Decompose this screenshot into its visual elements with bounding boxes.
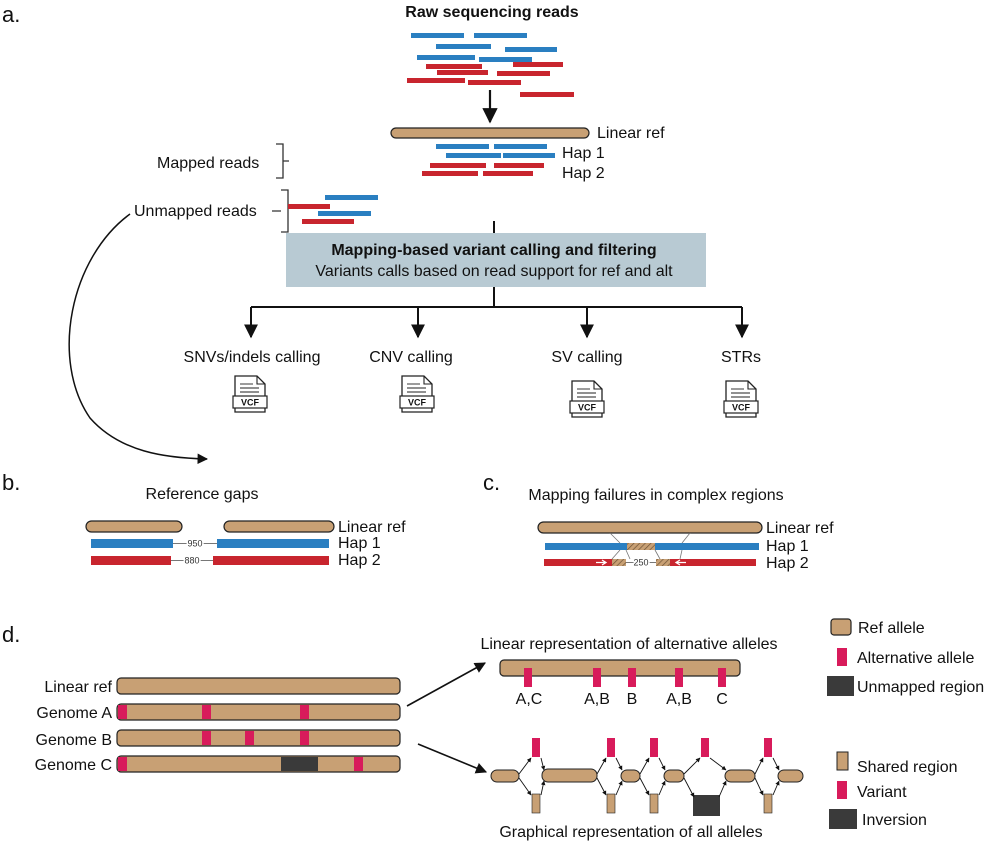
panel-b-linear-ref-label: Linear ref bbox=[338, 519, 406, 536]
genome-bar-c bbox=[116, 755, 401, 773]
panel-c-linear-ref-label: Linear ref bbox=[766, 520, 834, 537]
panel-b-label: b. bbox=[2, 470, 20, 495]
raw-reads bbox=[407, 33, 574, 97]
panel-b-hap1-label: Hap 1 bbox=[338, 535, 381, 552]
legend-inversion-swatch bbox=[829, 809, 857, 829]
legend-unmapped-swatch bbox=[827, 676, 854, 696]
arrow-to-graph-representation bbox=[417, 743, 488, 774]
vcf-icon-text: VCF bbox=[408, 398, 427, 408]
hap1-right bbox=[217, 539, 329, 548]
allele-label-1: A,C bbox=[516, 691, 543, 708]
output-snv-label: SNVs/indels calling bbox=[184, 349, 321, 366]
unmapped-reads-group bbox=[288, 195, 378, 224]
variant-calling-box bbox=[286, 233, 706, 287]
panel-d-label: d. bbox=[2, 622, 20, 647]
gap-250-label: 250 bbox=[633, 558, 648, 568]
panel-c-hap2-complex-right bbox=[656, 559, 670, 566]
reference-gaps-title: Reference gaps bbox=[146, 486, 259, 503]
genome-label-a: Genome A bbox=[36, 705, 112, 722]
variant-calling-title: Mapping-based variant calling and filter… bbox=[331, 242, 656, 259]
panel-b-hap2-label: Hap 2 bbox=[338, 552, 381, 569]
genome-variants bbox=[118, 705, 363, 771]
linear-ref-label: Linear ref bbox=[597, 125, 665, 142]
unmapped-reads-bracket bbox=[272, 189, 289, 233]
genome-bar-a bbox=[116, 703, 401, 721]
reverse-arrow-icon bbox=[674, 559, 686, 566]
genome-label-linear-ref: Linear ref bbox=[44, 679, 112, 696]
panel-c-hap2-left bbox=[544, 559, 626, 566]
legend-inversion: Inversion bbox=[862, 812, 927, 829]
hap2-right bbox=[213, 556, 329, 565]
panel-c-linear-ref-bar bbox=[537, 521, 763, 534]
unmapped-curve-arrow bbox=[68, 213, 209, 465]
arrow-to-linear-representation bbox=[406, 662, 486, 707]
vcf-file-icon: VCF bbox=[569, 380, 605, 418]
legend-shared-region: Shared region bbox=[857, 759, 958, 776]
legend-shared-region-swatch bbox=[836, 751, 849, 771]
graph-representation-title: Graphical representation of all alleles bbox=[499, 824, 762, 841]
output-sv-label: SV calling bbox=[551, 349, 622, 366]
panel-c-hap2-label: Hap 2 bbox=[766, 555, 809, 572]
unmapped-reads-label: Unmapped reads bbox=[134, 203, 257, 220]
vcf-icon-text: VCF bbox=[732, 403, 751, 413]
hap1-label: Hap 1 bbox=[562, 145, 605, 162]
vcf-icon-text: VCF bbox=[241, 398, 260, 408]
allele-label-2: A,B bbox=[584, 691, 610, 708]
vcf-file-icon: VCF bbox=[232, 375, 268, 413]
mapped-reads-group bbox=[422, 144, 555, 176]
vcf-icon-text: VCF bbox=[578, 403, 597, 413]
linear-ref-bar bbox=[390, 127, 590, 139]
panel-c-hap1-complex-region bbox=[627, 543, 655, 550]
mapped-reads-bracket bbox=[276, 143, 289, 179]
legend-ref-allele: Ref allele bbox=[858, 620, 925, 637]
ref-segment-right bbox=[223, 520, 335, 533]
variation-graph bbox=[490, 738, 804, 816]
panel-c-hap2-right bbox=[656, 559, 756, 566]
genome-label-c: Genome C bbox=[35, 757, 112, 774]
hap2-label: Hap 2 bbox=[562, 165, 605, 182]
panel-a-label: a. bbox=[2, 2, 20, 27]
hap1-left bbox=[91, 539, 173, 548]
branch-arrows bbox=[244, 287, 749, 339]
raw-reads-title: Raw sequencing reads bbox=[405, 4, 578, 21]
genome-label-b: Genome B bbox=[36, 732, 112, 749]
legend-unmapped: Unmapped region bbox=[857, 679, 984, 696]
vcf-file-icon: VCF bbox=[723, 380, 759, 418]
output-str-label: STRs bbox=[721, 349, 761, 366]
legend-alt-allele-swatch bbox=[837, 648, 847, 666]
linear-representation-title: Linear representation of alternative all… bbox=[480, 636, 777, 653]
allele-label-4: A,B bbox=[666, 691, 692, 708]
genome-bar-linear-ref bbox=[116, 677, 401, 695]
legend-variant: Variant bbox=[857, 784, 907, 801]
hap2-left bbox=[91, 556, 171, 565]
linear-representation-variants bbox=[524, 668, 726, 687]
legend-alt-allele: Alternative allele bbox=[857, 650, 975, 667]
allele-label-5: C bbox=[716, 691, 728, 708]
variant-calling-subtitle: Variants calls based on read support for… bbox=[315, 263, 673, 280]
allele-label-3: B bbox=[627, 691, 638, 708]
genome-bar-b bbox=[116, 729, 401, 747]
gap-950-label: 950 bbox=[187, 539, 202, 549]
gap-880-label: 880 bbox=[184, 556, 199, 566]
forward-arrow-icon bbox=[596, 559, 608, 566]
ref-segment-left bbox=[85, 520, 183, 533]
panel-c-hap1-label: Hap 1 bbox=[766, 538, 809, 555]
mapped-reads-label: Mapped reads bbox=[157, 155, 259, 172]
legend-ref-allele-swatch bbox=[830, 618, 852, 636]
linear-representation-bar bbox=[499, 659, 741, 677]
legend-variant-swatch bbox=[837, 781, 847, 799]
mapping-guide-lines bbox=[609, 532, 691, 560]
mapping-failures-title: Mapping failures in complex regions bbox=[528, 487, 783, 504]
panel-c-label: c. bbox=[483, 470, 500, 495]
panel-c-hap2-complex-left bbox=[612, 559, 626, 566]
output-cnv-label: CNV calling bbox=[369, 349, 453, 366]
vcf-file-icon: VCF bbox=[399, 375, 435, 413]
